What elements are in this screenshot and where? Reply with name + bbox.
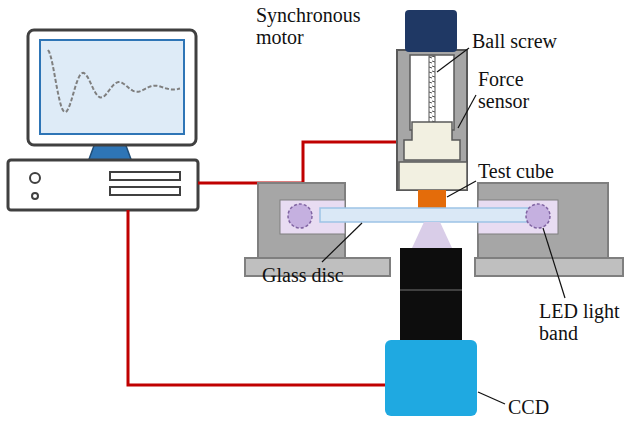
signal-wire <box>128 142 412 385</box>
ball-screw <box>429 56 435 124</box>
led-light <box>288 204 312 228</box>
part-label: Force sensor <box>478 68 550 112</box>
part-label: LED light band <box>539 300 639 344</box>
leader-line <box>322 48 565 404</box>
holder <box>399 162 467 190</box>
light-beam <box>412 222 452 248</box>
lens <box>400 248 462 340</box>
computer <box>8 30 198 210</box>
part-label: CCD <box>508 396 549 418</box>
housing <box>397 50 467 190</box>
part-label: Test cube <box>478 160 554 182</box>
led-light <box>526 204 550 228</box>
synchronous-motor <box>405 10 457 52</box>
part-label: Synchronous motor <box>256 4 374 48</box>
glass-disc <box>320 208 545 222</box>
force-sensor <box>404 122 460 160</box>
ccd-camera <box>385 340 477 416</box>
part-label: Ball screw <box>472 30 557 52</box>
part-label: Glass disc <box>262 264 344 286</box>
test-cube <box>418 190 446 210</box>
